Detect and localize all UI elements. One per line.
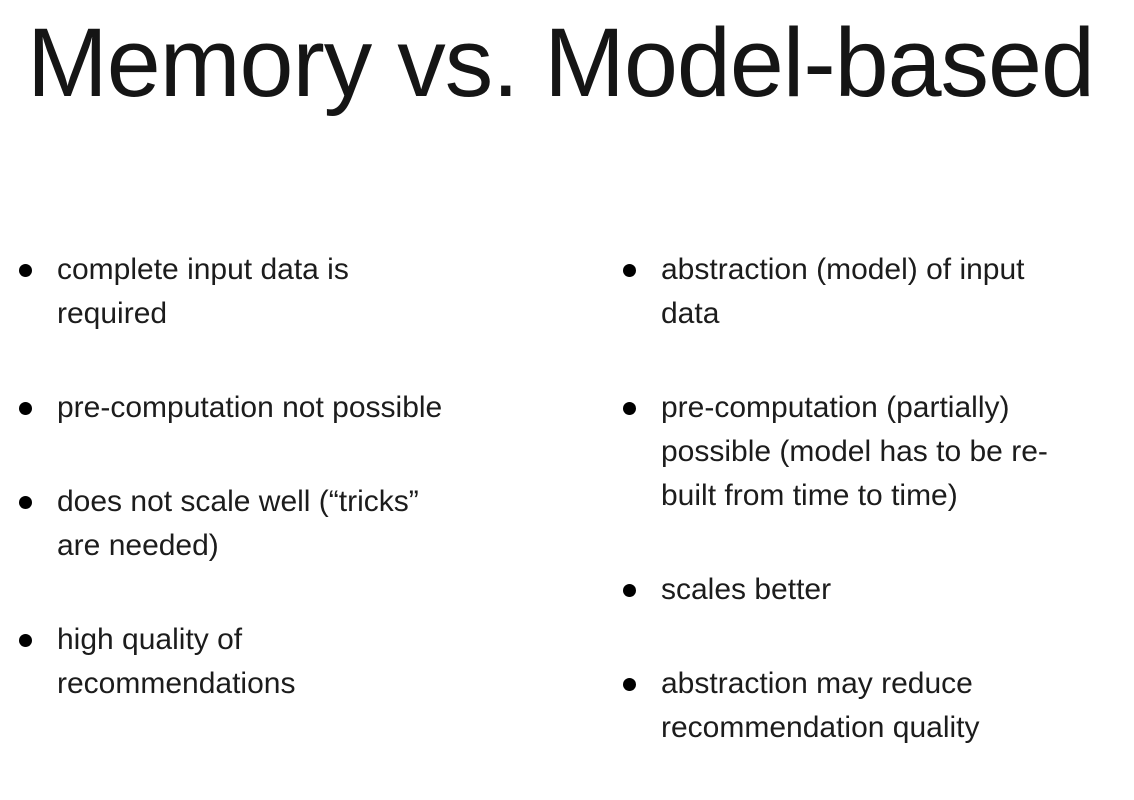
bullet-icon <box>623 264 636 277</box>
bullet-icon <box>623 584 636 597</box>
bullet-icon <box>19 634 32 647</box>
model-based-bullet-list: abstraction (model) of input data pre-co… <box>622 248 1122 800</box>
bullet-text: high quality of recommendations <box>57 623 296 700</box>
bullet-icon <box>623 402 636 415</box>
bullet-text: scales better <box>661 573 832 606</box>
bullet-item: abstraction may reduce recommendation qu… <box>622 662 1122 750</box>
slide-title: Memory vs. Model-based <box>27 8 1095 117</box>
bullet-item: pre-computation (partially) possible (mo… <box>622 386 1122 518</box>
bullet-icon <box>19 402 32 415</box>
bullet-text: abstraction may reduce recommendation qu… <box>661 667 980 744</box>
bullet-item: pre-computation not possible <box>18 386 538 430</box>
bullet-item: does not scale well (“tricks” are needed… <box>18 480 538 568</box>
bullet-icon <box>19 264 32 277</box>
bullet-text: pre-computation (partially) possible (mo… <box>661 391 1048 512</box>
bullet-text: does not scale well (“tricks” are needed… <box>57 485 419 562</box>
bullet-item: abstraction (model) of input data <box>622 248 1122 336</box>
bullet-icon <box>623 678 636 691</box>
bullet-item: complete input data is required <box>18 248 538 336</box>
bullet-item: high quality of recommendations <box>18 618 538 706</box>
bullet-item: scales better <box>622 568 1122 612</box>
bullet-text: pre-computation not possible <box>57 391 443 424</box>
bullet-text: complete input data is required <box>57 253 349 330</box>
bullet-text: abstraction (model) of input data <box>661 253 1025 330</box>
memory-based-bullet-list: complete input data is required pre-comp… <box>18 248 538 756</box>
bullet-icon <box>19 496 32 509</box>
